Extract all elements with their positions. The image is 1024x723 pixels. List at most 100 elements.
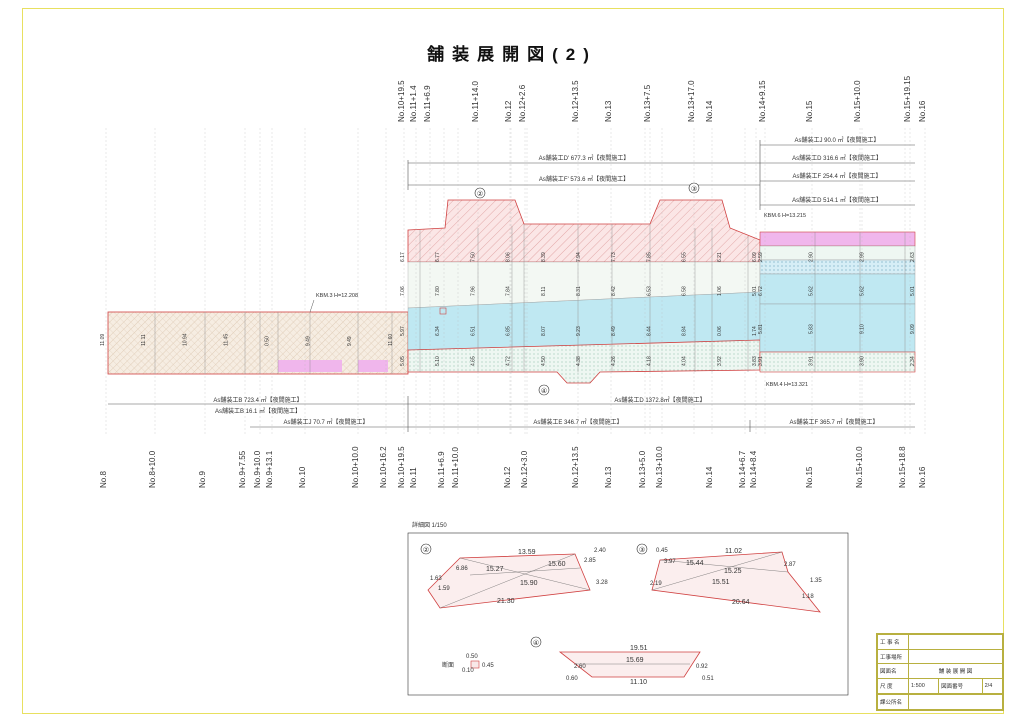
plan-station-lines — [105, 128, 926, 436]
mid-dim-label: 0.06 — [717, 326, 723, 336]
marker-4: ④ — [538, 384, 550, 396]
right-dim-label: 6.72 — [758, 286, 764, 296]
bottom-dimension-lines — [108, 396, 915, 432]
bottom-station-label: No.14 — [705, 466, 714, 488]
svg-text:11.10: 11.10 — [630, 679, 647, 686]
top-station-label: No.11+6.9 — [423, 85, 432, 122]
bm-label-kbm4: KBM.4 H=13.321 — [766, 382, 808, 388]
top-dim-label-f-prime: As舗装工F' 573.6 ㎡【夜間施工】 — [539, 175, 629, 183]
bottom-station-label: No.10+19.5 — [397, 446, 406, 488]
svg-text:2.19: 2.19 — [650, 581, 662, 587]
svg-text:0.51: 0.51 — [702, 676, 714, 682]
mid-dim-label: 1.74 — [752, 326, 758, 336]
svg-text:2.85: 2.85 — [584, 558, 596, 564]
mid-dim-label: 7.94 — [576, 252, 582, 262]
mid-dim-label: 7.06 — [400, 286, 406, 296]
svg-text:②: ② — [423, 547, 429, 554]
top-station-label: No.11+1.4 — [409, 85, 418, 122]
marker-3: ③ — [688, 182, 700, 194]
drawing-title: 舗装展開図(2) — [427, 45, 597, 64]
bottom-station-label: No.16 — [918, 466, 927, 488]
svg-text:③: ③ — [691, 185, 697, 193]
bottom-station-label: No.13 — [604, 466, 613, 488]
top-dim-label-d-prime: As舗装工D' 677.3 ㎡【夜間施工】 — [539, 154, 630, 162]
mid-dim-label: 9.23 — [576, 326, 582, 336]
left-dim-label: 9.49 — [347, 336, 353, 346]
right-dim-label: 2.34 — [910, 356, 916, 366]
top-dim-label-j: As舗装工J 90.0 ㎡【夜間施工】 — [794, 136, 879, 144]
svg-text:2.60: 2.60 — [574, 664, 586, 670]
right-dim-label: 2.59 — [758, 252, 764, 262]
top-dim-label-d: As舗装工D 316.6 ㎡【夜間施工】 — [792, 154, 882, 162]
svg-text:④: ④ — [541, 387, 547, 395]
top-dim-label-f: As舗装工F 254.4 ㎡【夜間施工】 — [792, 172, 881, 180]
svg-text:1.18: 1.18 — [802, 594, 814, 600]
svg-text:3.97: 3.97 — [664, 559, 676, 565]
bottom-dim-label-b: As舗装工B 723.4 ㎡【夜間施工】 — [213, 396, 302, 404]
svg-text:④: ④ — [533, 639, 539, 647]
mid-dim-label: 8.39 — [541, 252, 547, 262]
mid-dim-label: 6.58 — [682, 286, 688, 296]
svg-text:15.69: 15.69 — [626, 657, 644, 664]
detail-2: ② 13.59 15.60 15.27 15.90 21.30 2.40 2.8… — [420, 543, 608, 609]
top-dimension-lines — [407, 140, 915, 210]
bottom-dim-label-j: As舗装工J 70.7 ㎡【夜間施工】 — [283, 418, 368, 426]
bottom-station-label: No.14+6.7 — [738, 450, 747, 488]
detail-3: ③ 11.02 15.44 15.25 15.51 20.64 0.45 3.9… — [636, 543, 822, 613]
bottom-station-label: No.14+8.4 — [749, 450, 758, 488]
svg-text:1.63: 1.63 — [430, 576, 442, 582]
mid-dim-label: 4.38 — [576, 356, 582, 366]
bottom-station-label: No.10+10.0 — [351, 446, 360, 488]
bottom-station-label: No.12+3.0 — [520, 450, 529, 488]
mid-dim-label: 6.77 — [435, 252, 441, 262]
left-dim-label: 0.50 — [265, 336, 271, 346]
top-station-label: No.12+2.6 — [518, 84, 527, 122]
top-station-label: No.12 — [504, 100, 513, 122]
mid-dim-label: 8.07 — [541, 326, 547, 336]
bottom-station-label: No.9+10.0 — [253, 450, 262, 488]
bottom-station-label: No.10+16.2 — [379, 446, 388, 488]
sheet-frame — [22, 8, 1004, 714]
mid-dim-label: 7.80 — [435, 286, 441, 296]
mid-dim-label: 6.53 — [646, 286, 652, 296]
detail-box — [407, 532, 849, 696]
right-dim-label: 9.09 — [910, 324, 916, 334]
mid-dim-label: 8.42 — [611, 286, 617, 296]
bottom-station-label: No.9+13.1 — [265, 450, 274, 488]
top-station-label: No.13+17.0 — [687, 80, 696, 122]
mid-dim-label: 8.11 — [541, 286, 547, 296]
right-dim-label: 5.83 — [809, 324, 815, 334]
svg-text:6.86: 6.86 — [456, 566, 468, 572]
svg-text:21.30: 21.30 — [497, 598, 515, 605]
mid-dim-label: 4.65 — [470, 356, 476, 366]
mid-dim-label: 4.72 — [506, 356, 512, 366]
right-dim-label: 5.81 — [758, 324, 764, 334]
detail-4: ④ 19.51 15.69 11.10 0.60 2.60 0.51 0.92 — [530, 636, 714, 686]
mid-dim-label: 4.04 — [682, 356, 688, 366]
left-dim-label: 11.09 — [100, 334, 106, 346]
svg-text:3.28: 3.28 — [596, 580, 608, 586]
svg-text:③: ③ — [639, 546, 645, 554]
svg-text:0.10: 0.10 — [462, 668, 474, 674]
bottom-station-label: No.9+7.55 — [238, 450, 247, 488]
svg-text:0.45: 0.45 — [482, 663, 494, 669]
svg-text:19.51: 19.51 — [630, 645, 648, 652]
bottom-station-label: No.11+6.9 — [437, 451, 446, 488]
mid-dim-label: 6.21 — [717, 252, 723, 262]
bottom-dim-label-b2: As舗装工B 16.1 ㎡【夜間施工】 — [215, 407, 301, 415]
bottom-station-label: No.15+18.8 — [898, 446, 907, 488]
svg-text:20.64: 20.64 — [732, 599, 750, 606]
left-dim-label: 10.94 — [182, 333, 188, 346]
right-dim-label: 5.01 — [910, 286, 916, 296]
detail-title: 詳細図 1/150 — [412, 521, 447, 529]
mid-dim-label: 1.06 — [717, 286, 723, 296]
bottom-dim-label-e: As舗装工E 346.7 ㎡【夜間施工】 — [533, 418, 622, 426]
bottom-station-label: No.15+10.0 — [855, 446, 864, 488]
marker-2: ② — [474, 187, 486, 199]
left-dim-label: 11.45 — [223, 334, 229, 346]
mid-dim-label: 8.49 — [611, 326, 617, 336]
mid-dim-label: 7.84 — [506, 286, 512, 296]
